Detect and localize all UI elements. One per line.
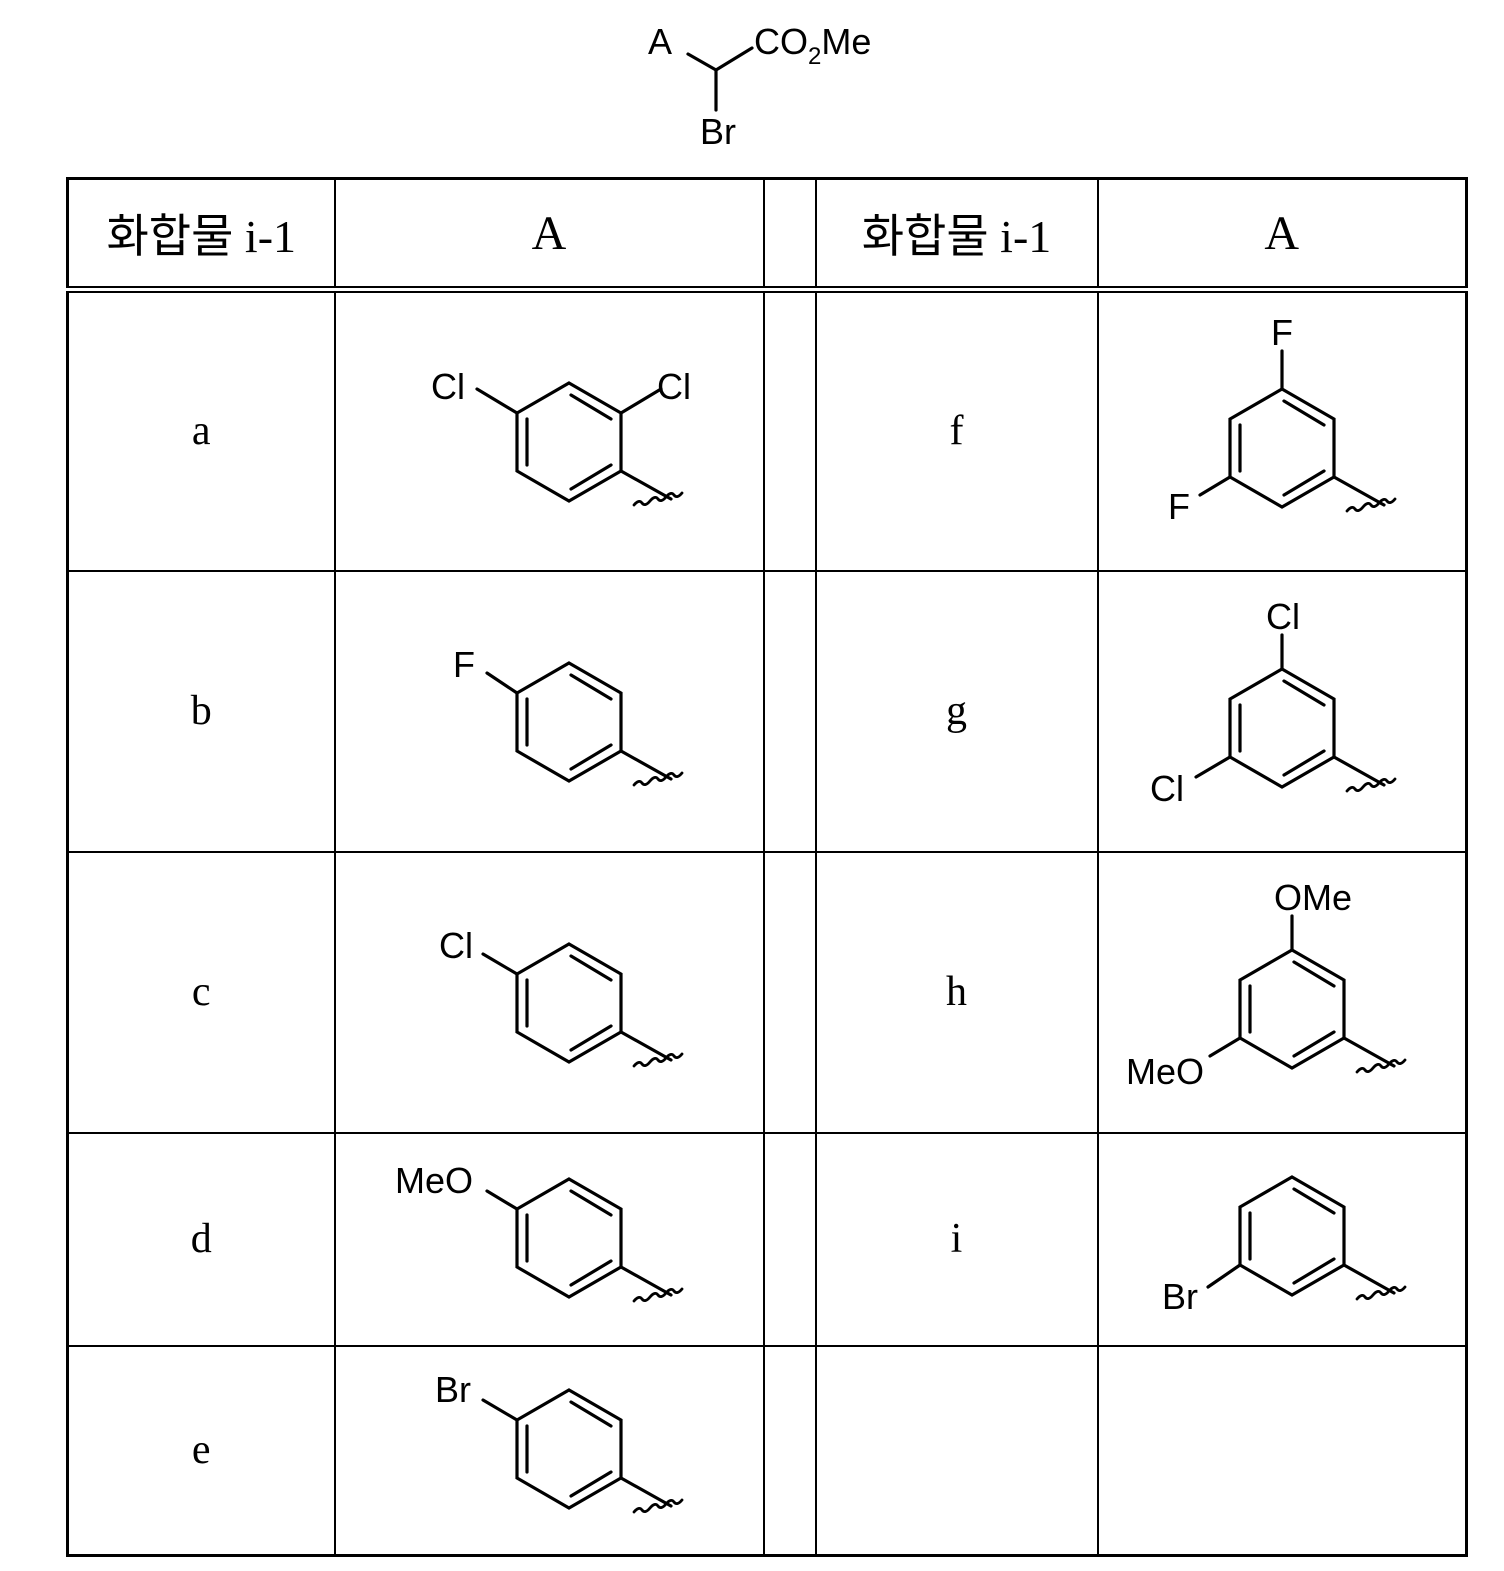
structure-cell: MeO <box>335 1133 764 1346</box>
ester-label: CO2Me <box>754 21 871 70</box>
cl-label: Cl <box>657 366 691 407</box>
structure-cell: OMe MeO <box>1098 852 1467 1133</box>
cl-label: Cl <box>1150 768 1184 809</box>
cl-label: Cl <box>431 366 465 407</box>
compound-label: b <box>68 571 335 852</box>
f-label: F <box>1168 486 1190 527</box>
ome-label: OMe <box>1274 877 1352 918</box>
table-row: e Br <box>68 1346 1467 1556</box>
empty-structure-cell <box>1098 1346 1467 1556</box>
f-label: F <box>1271 312 1293 353</box>
header-compound-left: 화합물 i-1 <box>68 179 335 290</box>
difluorophenyl-structure: F F <box>1132 311 1432 551</box>
bromophenyl-structure: Br <box>1122 1139 1442 1339</box>
dichlorophenyl-structure: Cl Cl <box>399 331 699 531</box>
structure-cell: Cl <box>335 852 764 1133</box>
compound-label: c <box>68 852 335 1133</box>
spacer-cell <box>764 1346 816 1556</box>
bromo-label: Br <box>700 111 736 152</box>
dichlorophenyl-structure: Cl Cl <box>1132 591 1432 831</box>
spacer-cell <box>764 571 816 852</box>
fluorophenyl-structure: F <box>399 611 699 811</box>
spacer-cell <box>764 852 816 1133</box>
header-row: 화합물 i-1 A 화합물 i-1 A <box>68 179 1467 290</box>
spacer-cell <box>764 290 816 571</box>
header-a-left: A <box>335 179 764 290</box>
header-a-right: A <box>1098 179 1467 290</box>
methoxyphenyl-structure: MeO <box>389 1139 709 1339</box>
meo-label: MeO <box>1126 1051 1204 1092</box>
table-row: c Cl h <box>68 852 1467 1133</box>
structure-cell: F <box>335 571 764 852</box>
header-compound-right: 화합물 i-1 <box>816 179 1098 290</box>
f-label: F <box>453 644 475 685</box>
compound-label <box>816 1346 1098 1556</box>
meo-label: MeO <box>395 1160 473 1201</box>
chlorophenyl-structure: Cl <box>399 892 699 1092</box>
structure-cell: Cl Cl <box>1098 571 1467 852</box>
general-structure: A CO2Me Br <box>630 10 910 160</box>
table-row: d MeO i <box>68 1133 1467 1346</box>
br-label: Br <box>435 1369 471 1410</box>
br-label: Br <box>1162 1276 1198 1317</box>
structure-cell: Cl Cl <box>335 290 764 571</box>
compound-label: e <box>68 1346 335 1556</box>
structure-cell: Br <box>1098 1133 1467 1346</box>
cl-label: Cl <box>439 925 473 966</box>
header-spacer <box>764 179 816 290</box>
compound-table: 화합물 i-1 A 화합물 i-1 A a Cl <box>66 177 1468 1557</box>
table-row: a Cl Cl f <box>68 290 1467 571</box>
compound-label: a <box>68 290 335 571</box>
table-row: b F g <box>68 571 1467 852</box>
substituent-a-label: A <box>648 21 672 62</box>
compound-label: h <box>816 852 1098 1133</box>
compound-label: g <box>816 571 1098 852</box>
compound-label: d <box>68 1133 335 1346</box>
cl-label: Cl <box>1266 596 1300 637</box>
structure-cell: F F <box>1098 290 1467 571</box>
compound-label: i <box>816 1133 1098 1346</box>
compound-label: f <box>816 290 1098 571</box>
dimethoxyphenyl-structure: OMe MeO <box>1122 872 1442 1112</box>
structure-cell: Br <box>335 1346 764 1556</box>
spacer-cell <box>764 1133 816 1346</box>
bromophenyl-structure: Br <box>399 1350 699 1550</box>
